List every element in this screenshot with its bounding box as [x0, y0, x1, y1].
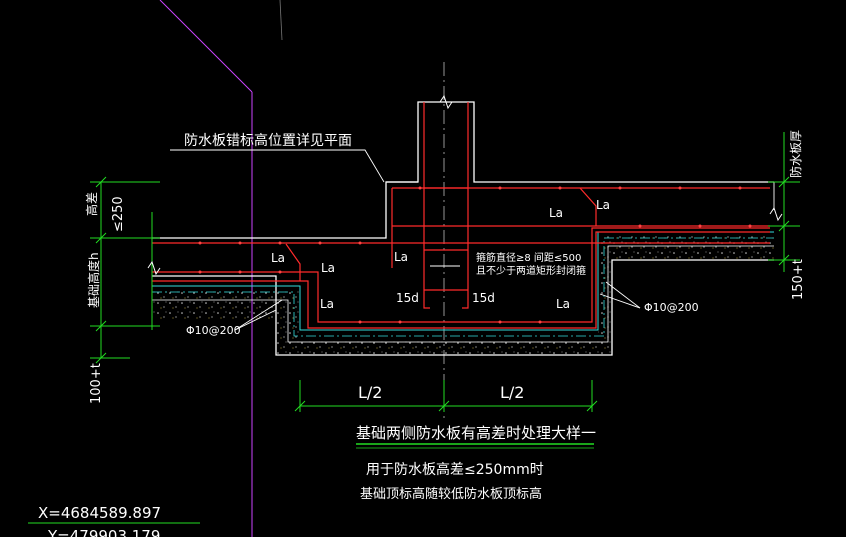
- la-label: La: [320, 297, 334, 311]
- rebar-dots: [198, 186, 752, 324]
- elevation-note: 防水板错标高位置详见平面: [184, 132, 352, 149]
- coordinate-readout: X=4684589.897 Y=479903.179: [28, 504, 200, 537]
- coord-y: Y=479903.179: [47, 527, 160, 537]
- dim-150t-label: 150+t: [791, 259, 806, 300]
- dimension-lines: [90, 132, 800, 412]
- dim-100t-label: 100+t: [89, 363, 104, 404]
- la-labels: La La La La La La La 15d 15d Φ10@200 Φ10…: [186, 198, 699, 337]
- le250-label: ≤250: [111, 196, 126, 232]
- half-span-left: L/2: [358, 383, 382, 402]
- caption: 基础两侧防水板有高差时处理大样一 用于防水板高差≤250mm时 基础顶标高随较低…: [356, 424, 596, 502]
- rebar-note-line-2: 且不少于两道矩形封闭箍: [476, 264, 586, 277]
- la-label: La: [271, 251, 285, 265]
- foundation-height-label: 基础高度h: [86, 252, 101, 308]
- la-label: La: [596, 198, 610, 212]
- la-label: La: [549, 206, 563, 220]
- height-diff-label: 高差: [84, 192, 99, 216]
- la-label: La: [556, 297, 570, 311]
- d15-label: 15d: [472, 291, 495, 305]
- bar-spacing-left: Φ10@200: [186, 324, 241, 337]
- rebar-note-line-1: 箍筋直径≥8 间距≤500: [476, 251, 581, 264]
- half-span-right: L/2: [500, 383, 524, 402]
- annotation-labels: 防水板错标高位置详见平面 高差 ≤250 基础高度h 防水板厚 箍筋直径≥8 间…: [84, 130, 806, 404]
- half-span-labels: L/2 L/2: [358, 383, 524, 402]
- leader-lines: [170, 149, 775, 331]
- la-label: La: [394, 250, 408, 264]
- bar-spacing-right: Φ10@200: [644, 301, 699, 314]
- caption-line-2: 基础顶标高随较低防水板顶标高: [360, 486, 542, 502]
- coord-x: X=4684589.897: [38, 504, 161, 522]
- rebar: [152, 102, 770, 329]
- waterproof-thickness-label: 防水板厚: [788, 130, 803, 178]
- d15-label: 15d: [396, 291, 419, 305]
- break-marks: [147, 94, 783, 276]
- caption-line-1: 用于防水板高差≤250mm时: [366, 461, 544, 478]
- la-label: La: [321, 261, 335, 275]
- caption-title: 基础两侧防水板有高差时处理大样一: [356, 424, 596, 442]
- guide-lines: [159, 0, 283, 537]
